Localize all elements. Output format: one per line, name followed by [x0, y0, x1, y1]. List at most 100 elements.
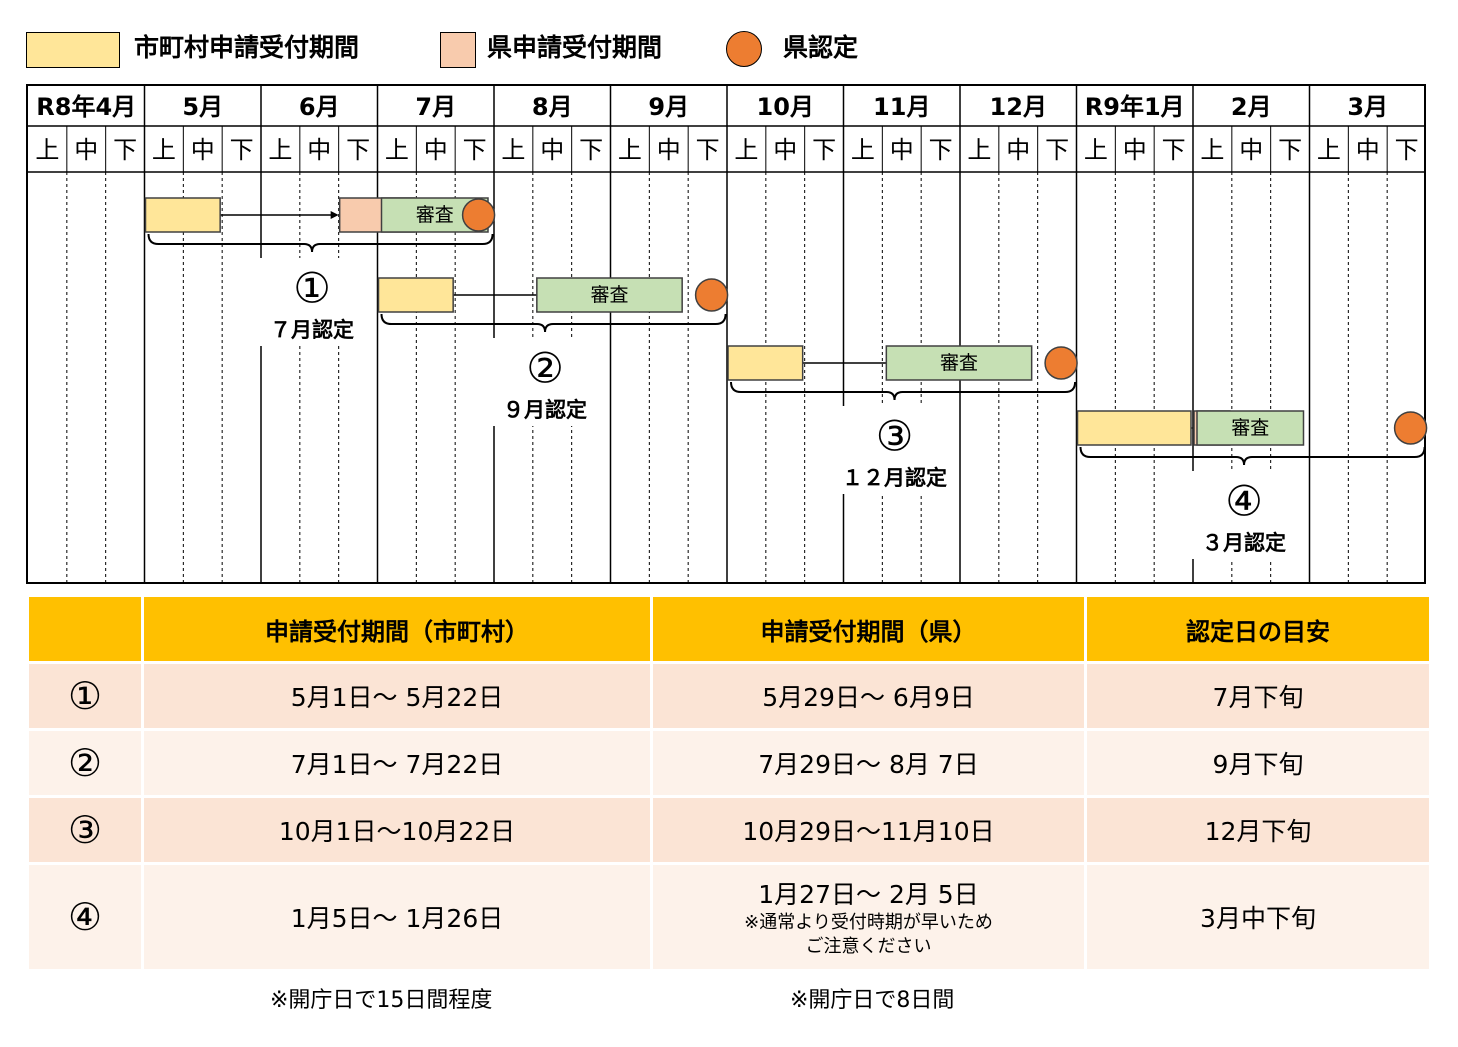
cert-dot [461, 198, 496, 232]
period-label: 下 [696, 136, 720, 164]
period-label: 下 [463, 136, 487, 164]
period-label: 下 [1045, 136, 1069, 164]
prefecture-period-cell: 1月27日～ 2月 5日 ※通常より受付時期が早いため ご注意ください [653, 865, 1084, 969]
municipal-period: 10月1日～10月22日 [144, 798, 650, 862]
municipal-period-bar [1076, 410, 1192, 446]
round-cert-label: ９月認定 [503, 398, 587, 422]
period-label: 上 [851, 136, 875, 164]
cert-dot [1393, 411, 1428, 445]
month-label: 5月 [182, 93, 223, 121]
period-label: 中 [890, 136, 914, 164]
municipal-period-bar [377, 277, 454, 313]
round-symbol: ② [526, 344, 564, 393]
table-row: ② 7月1日～ 7月22日 7月29日～ 8月 7日 9月下旬 [29, 731, 1429, 795]
legend-municipal-label: 市町村申請受付期間 [134, 33, 360, 62]
month-label: 11月 [873, 93, 930, 121]
period-label: 上 [618, 136, 642, 164]
period-label: 中 [1123, 136, 1147, 164]
round-label-bg [838, 406, 951, 494]
month-label: 7月 [415, 93, 456, 121]
header-cert: 認定日の目安 [1087, 597, 1429, 661]
period-label: 下 [1395, 136, 1419, 164]
period-label: 下 [579, 136, 603, 164]
month-label: 3月 [1347, 93, 1388, 121]
period-label: 上 [35, 136, 59, 164]
round-label-bg [489, 338, 602, 426]
table-row: ③ 10月1日～10月22日 10月29日～11月10日 12月下旬 [29, 798, 1429, 862]
period-label: 中 [1006, 136, 1030, 164]
period-label: 上 [152, 136, 176, 164]
cert-date: 7月下旬 [1087, 664, 1429, 728]
cert-dot [1044, 346, 1078, 380]
round-cert-label: ７月認定 [270, 318, 354, 342]
legend-prefecture-swatch [440, 32, 476, 68]
review-label: 審査 [416, 204, 454, 226]
round-label-bg [1188, 471, 1301, 559]
period-label: 中 [1239, 136, 1263, 164]
legend-prefecture-label: 県申請受付期間 [487, 33, 663, 62]
row-number: ② [29, 731, 141, 795]
period-label: 中 [773, 136, 797, 164]
row-number: ③ [29, 798, 141, 862]
month-label: 12月 [990, 93, 1047, 121]
round-cert-label: ３月認定 [1202, 531, 1286, 555]
period-brace [730, 381, 1077, 401]
review-bar [885, 345, 1033, 381]
review-bar [1196, 410, 1305, 446]
period-label: 中 [74, 136, 98, 164]
cert-date: 3月中下旬 [1087, 865, 1429, 969]
round-symbol: ④ [1225, 477, 1263, 526]
review-label: 審査 [940, 352, 978, 374]
review-label: 審査 [590, 284, 628, 306]
period-label: 中 [657, 136, 681, 164]
period-label: 上 [1084, 136, 1108, 164]
month-label: R8年4月 [36, 93, 136, 121]
period-brace [380, 313, 727, 333]
legend-municipal-swatch [26, 32, 120, 68]
timeline-svg: R8年4月上中下5月上中下6月上中下7月上中下8月上中下9月上中下10月上中下1… [28, 86, 1428, 582]
table-row: ④ 1月5日～ 1月26日 1月27日～ 2月 5日 ※通常より受付時期が早いた… [29, 865, 1429, 969]
footnote-municipal: ※開庁日で15日間程度 [270, 988, 493, 1013]
header-num [29, 597, 141, 661]
cert-date: 9月下旬 [1087, 731, 1429, 795]
prefecture-period: 5月29日～ 6月9日 [653, 664, 1084, 728]
table-row: ① 5月1日～ 5月22日 5月29日～ 6月9日 7月下旬 [29, 664, 1429, 728]
cert-dot [694, 278, 729, 312]
period-label: 下 [1278, 136, 1302, 164]
period-label: 上 [268, 136, 292, 164]
period-label: 中 [424, 136, 448, 164]
month-label: R9年1月 [1085, 93, 1185, 121]
row-number: ④ [29, 865, 141, 969]
period-label: 中 [191, 136, 215, 164]
period-label: 上 [1317, 136, 1341, 164]
legend-cert-dot [726, 31, 762, 67]
municipal-period: 5月1日～ 5月22日 [144, 664, 650, 728]
month-label: 2月 [1231, 93, 1272, 121]
prefecture-period: 7月29日～ 8月 7日 [653, 731, 1084, 795]
period-label: 下 [346, 136, 370, 164]
header-prefecture: 申請受付期間（県） [653, 597, 1084, 661]
round-cert-label: １２月認定 [842, 466, 947, 490]
period-brace [1079, 446, 1426, 466]
period-label: 上 [501, 136, 525, 164]
period-brace [147, 233, 494, 253]
period-label: 上 [967, 136, 991, 164]
period-label: 中 [1356, 136, 1380, 164]
cert-date: 12月下旬 [1087, 798, 1429, 862]
round-symbol: ③ [876, 412, 914, 461]
period-label: 中 [540, 136, 564, 164]
period-label: 上 [385, 136, 409, 164]
month-label: 9月 [648, 93, 689, 121]
municipal-period-bar [727, 345, 804, 381]
period-label: 下 [1162, 136, 1186, 164]
prefecture-note-line1: ※通常より受付時期が早いため [744, 912, 993, 933]
prefecture-period: 1月27日～ 2月 5日 [758, 880, 979, 909]
prefecture-period: 10月29日～11月10日 [653, 798, 1084, 862]
footnote-prefecture: ※開庁日で8日間 [790, 988, 955, 1013]
month-label: 10月 [757, 93, 814, 121]
period-label: 上 [734, 136, 758, 164]
period-label: 下 [812, 136, 836, 164]
municipal-period-bar [144, 197, 221, 233]
table-header-row: 申請受付期間（市町村） 申請受付期間（県） 認定日の目安 [29, 597, 1429, 661]
